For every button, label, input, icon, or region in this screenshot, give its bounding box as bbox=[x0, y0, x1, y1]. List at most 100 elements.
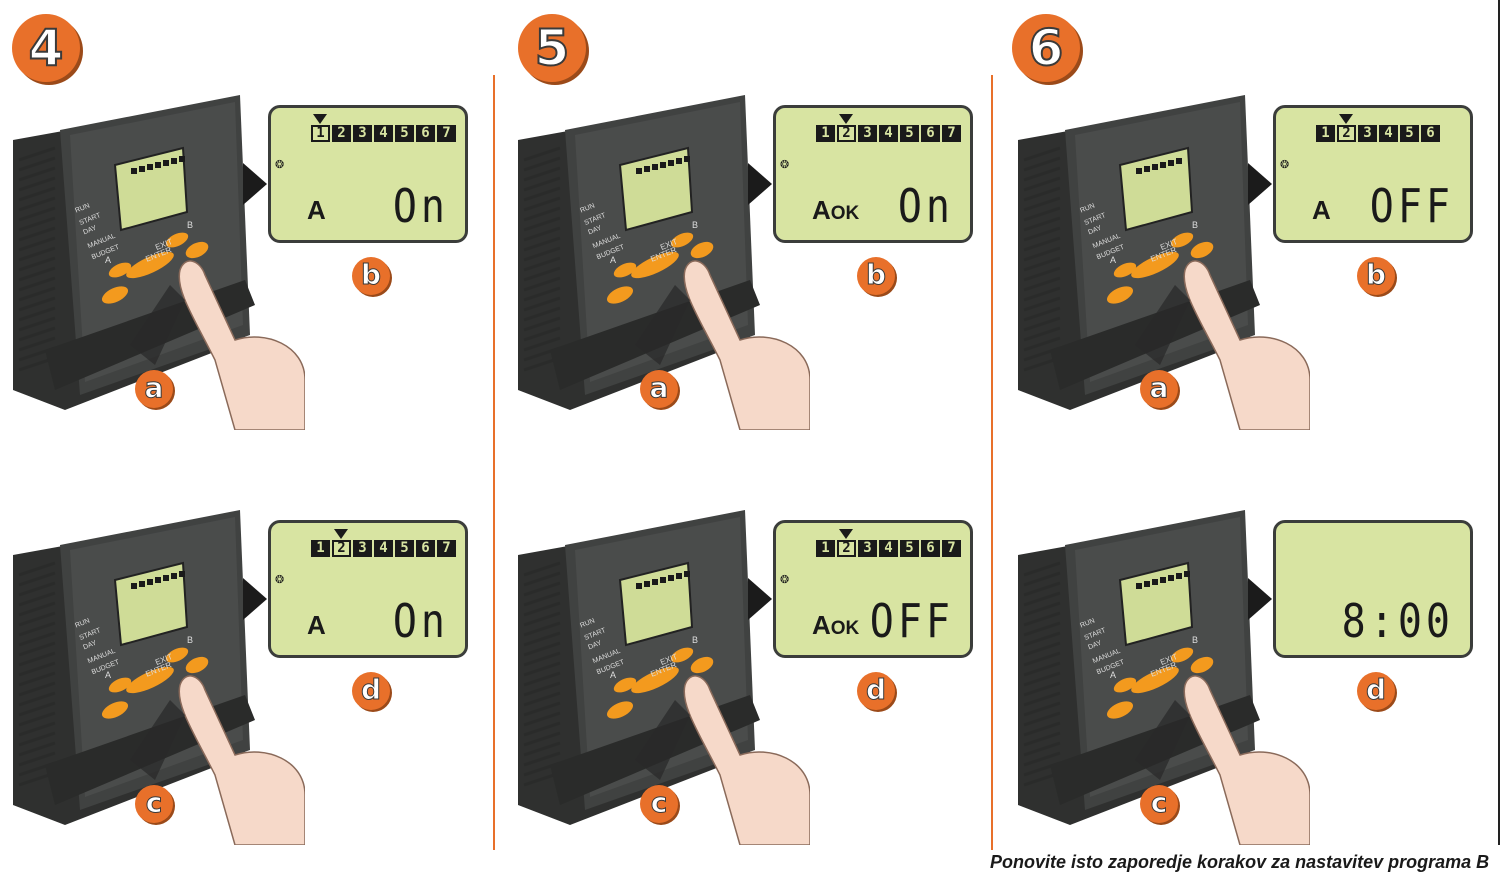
column-divider bbox=[991, 75, 993, 850]
column-divider bbox=[493, 75, 495, 850]
device-button-a-label: A bbox=[610, 670, 616, 680]
water-drop-icon: ❂ bbox=[275, 158, 284, 171]
step-number-5: 5 bbox=[518, 14, 586, 82]
day-indicator: 4 bbox=[1379, 125, 1398, 142]
step-letter-badge: a bbox=[640, 370, 678, 408]
device-button-b-label: B bbox=[187, 220, 193, 230]
arrow-right-icon bbox=[1248, 578, 1272, 620]
day-indicator: 6 bbox=[921, 125, 940, 142]
step-letter-badge: c bbox=[1140, 785, 1178, 823]
step-letter-badge: a bbox=[135, 370, 173, 408]
lcd-value: On bbox=[898, 181, 954, 234]
selected-day-marker-icon bbox=[839, 114, 853, 124]
device-button-b-label: B bbox=[692, 635, 698, 645]
frame-line bbox=[1498, 0, 1500, 845]
lcd-value: On bbox=[393, 596, 449, 649]
lcd-value: OFF bbox=[870, 596, 954, 649]
day-indicator: 4 bbox=[879, 125, 898, 142]
selected-day-marker-icon bbox=[839, 529, 853, 539]
step-letter-badge: b bbox=[1357, 257, 1395, 295]
day-indicator: 2 bbox=[332, 540, 351, 557]
day-indicator: 2 bbox=[1337, 125, 1356, 142]
program-label: A bbox=[307, 610, 326, 641]
day-indicator: 1 bbox=[311, 125, 330, 142]
day-indicator: 7 bbox=[942, 540, 961, 557]
caption: Ponovite isto zaporedje korakov za nasta… bbox=[990, 852, 1489, 873]
selected-day-marker-icon bbox=[1339, 114, 1353, 124]
ok-label: OK bbox=[831, 203, 860, 224]
day-indicator: 1 bbox=[816, 540, 835, 557]
device-button-b-label: B bbox=[187, 635, 193, 645]
day-indicator: 2 bbox=[332, 125, 351, 142]
step-letter-badge: d bbox=[1357, 672, 1395, 710]
step-letter-badge: a bbox=[1140, 370, 1178, 408]
device-button-b-label: B bbox=[1192, 635, 1198, 645]
day-indicator: 4 bbox=[374, 125, 393, 142]
day-indicator: 3 bbox=[353, 125, 372, 142]
arrow-right-icon bbox=[243, 578, 267, 620]
day-indicator: 3 bbox=[858, 125, 877, 142]
ok-label: OK bbox=[831, 618, 860, 639]
day-indicator: 7 bbox=[437, 125, 456, 142]
day-indicator: 4 bbox=[879, 540, 898, 557]
step-letter-badge: c bbox=[135, 785, 173, 823]
arrow-right-icon bbox=[748, 578, 772, 620]
day-indicator: 6 bbox=[1421, 125, 1440, 142]
lcd-screen: 8:00 bbox=[1273, 520, 1473, 658]
day-indicator: 7 bbox=[942, 125, 961, 142]
arrow-right-icon bbox=[1248, 163, 1272, 205]
device-button-b-label: B bbox=[692, 220, 698, 230]
step-letter-badge: c bbox=[640, 785, 678, 823]
device-button-a-label: A bbox=[105, 255, 111, 265]
selected-day-marker-icon bbox=[334, 529, 348, 539]
water-drop-icon: ❂ bbox=[275, 573, 284, 586]
day-indicator: 2 bbox=[837, 125, 856, 142]
water-drop-icon: ❂ bbox=[780, 573, 789, 586]
water-drop-icon: ❂ bbox=[1280, 158, 1289, 171]
day-indicator: 4 bbox=[374, 540, 393, 557]
device-button-a-label: A bbox=[1110, 255, 1116, 265]
step-letter-badge: b bbox=[857, 257, 895, 295]
day-indicator: 6 bbox=[416, 540, 435, 557]
water-drop-icon: ❂ bbox=[780, 158, 789, 171]
arrow-right-icon bbox=[243, 163, 267, 205]
day-indicator: 1 bbox=[311, 540, 330, 557]
day-indicator: 6 bbox=[921, 540, 940, 557]
lcd-value: On bbox=[393, 181, 449, 234]
step-number-6: 6 bbox=[1012, 14, 1080, 82]
lcd-value: OFF bbox=[1370, 181, 1454, 234]
program-label: A bbox=[1312, 195, 1331, 226]
device-button-a-label: A bbox=[1110, 670, 1116, 680]
step-letter-badge: d bbox=[857, 672, 895, 710]
arrow-right-icon bbox=[748, 163, 772, 205]
program-label: A bbox=[307, 195, 326, 226]
device-button-a-label: A bbox=[105, 670, 111, 680]
day-indicator: 6 bbox=[416, 125, 435, 142]
day-indicator: 5 bbox=[1400, 125, 1419, 142]
day-indicator: 5 bbox=[900, 540, 919, 557]
program-label: AOK bbox=[812, 195, 859, 226]
device-button-b-label: B bbox=[1192, 220, 1198, 230]
day-indicator: 3 bbox=[353, 540, 372, 557]
step-letter-badge: b bbox=[352, 257, 390, 295]
device-button-a-label: A bbox=[610, 255, 616, 265]
day-indicator: 1 bbox=[816, 125, 835, 142]
step-number-4: 4 bbox=[12, 14, 80, 82]
day-indicator: 1 bbox=[1316, 125, 1335, 142]
day-indicator: 5 bbox=[395, 540, 414, 557]
step-letter-badge: d bbox=[352, 672, 390, 710]
lcd-value: 8:00 bbox=[1342, 596, 1454, 649]
day-indicator: 5 bbox=[900, 125, 919, 142]
day-indicator: 3 bbox=[1358, 125, 1377, 142]
day-indicator: 3 bbox=[858, 540, 877, 557]
